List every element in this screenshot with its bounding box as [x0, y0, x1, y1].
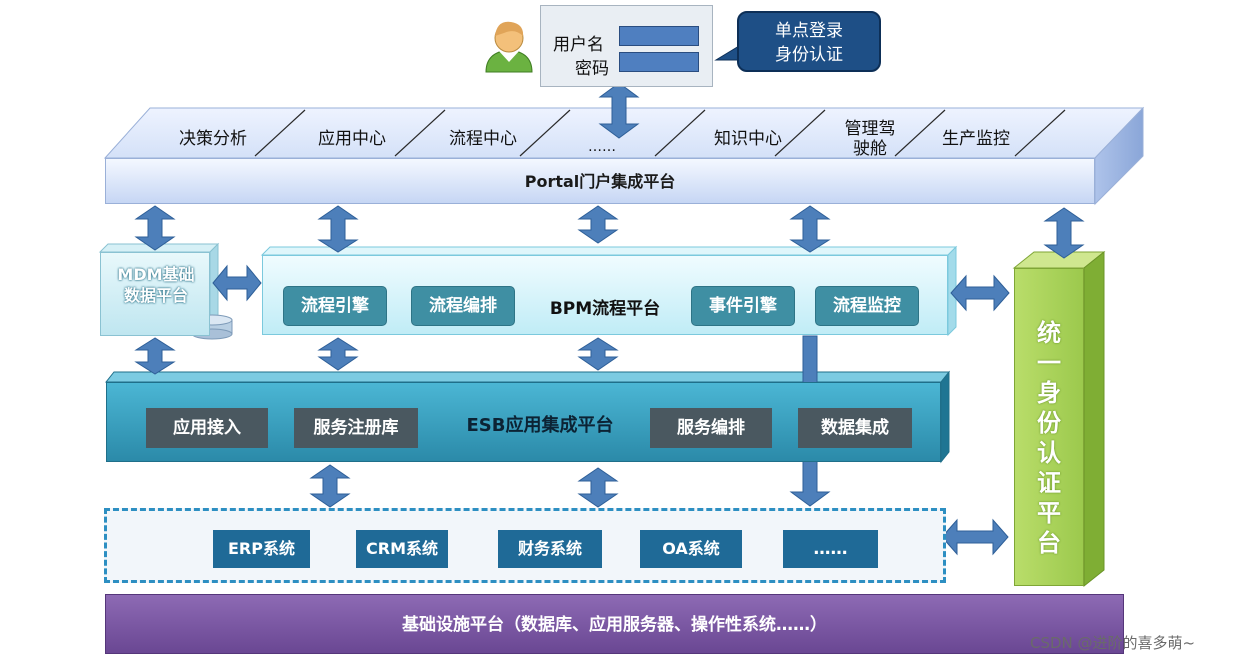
identity-title-text: 统一身份认证平台: [1037, 319, 1061, 557]
mdm-platform: [100, 252, 210, 336]
username-field: [619, 26, 699, 46]
system-crm: CRM系统: [356, 530, 448, 568]
bpm-platform: 流程引擎 流程编排 BPM流程平台 事件引擎 流程监控: [262, 255, 948, 335]
bpm-module-monitor: 流程监控: [815, 286, 919, 326]
identity-title: 统一身份认证平台: [1014, 318, 1084, 558]
system-finance: 财务系统: [498, 530, 602, 568]
password-field: [619, 52, 699, 72]
bpm-side-face: [947, 245, 957, 337]
bpm-module-event-engine: 事件引擎: [691, 286, 795, 326]
bpm-module-orchestration: 流程编排: [411, 286, 515, 326]
watermark: CSDN @进阶的喜多萌~: [1030, 634, 1196, 652]
portal-item-app-center: 应用中心: [318, 129, 386, 149]
callout-line-1: 单点登录: [775, 21, 843, 41]
identity-side-face: [1083, 250, 1105, 588]
bpm-title: BPM流程平台: [549, 299, 661, 319]
login-box: 用户名 密码: [540, 5, 713, 87]
system-oa: OA系统: [640, 530, 742, 568]
esb-module-access: 应用接入: [146, 408, 268, 448]
esb-title: ESB应用集成平台: [466, 415, 614, 436]
portal-item-cockpit: 管理驾驶舱: [844, 119, 896, 159]
arrows: [134, 82, 1085, 556]
portal-item-knowledge: 知识中心: [714, 129, 782, 149]
password-label: 密码: [575, 59, 609, 79]
callout-line-2: 身份认证: [775, 45, 843, 65]
esb-module-registry: 服务注册库: [294, 408, 418, 448]
system-erp: ERP系统: [213, 530, 310, 568]
portal-item-decision: 决策分析: [179, 129, 247, 149]
esb-module-data-integration: 数据集成: [798, 408, 912, 448]
portal-dividers: [254, 109, 1066, 157]
portal-side-face: [1094, 106, 1144, 206]
esb-module-orchestration: 服务编排: [650, 408, 772, 448]
user-icon: [485, 21, 533, 73]
bpm-top-face: [260, 246, 958, 256]
identity-platform: [1014, 268, 1084, 586]
username-label: 用户名: [553, 35, 604, 55]
mdm-label: MDM基础数据平台: [117, 265, 195, 305]
esb-top-face: [104, 371, 951, 383]
portal-item-monitor: 生产监控: [942, 129, 1010, 149]
sso-callout: 单点登录 身份认证: [737, 11, 881, 72]
system-more: ……: [783, 530, 878, 568]
infrastructure-platform: 基础设施平台（数据库、应用服务器、操作性系统……）: [105, 594, 1124, 654]
portal-item-process-center: 流程中心: [449, 129, 517, 149]
portal-item-more: ……: [588, 139, 616, 155]
bpm-module-engine: 流程引擎: [283, 286, 387, 326]
esb-side-face: [940, 370, 950, 464]
portal-platform: Portal门户集成平台: [105, 158, 1095, 204]
